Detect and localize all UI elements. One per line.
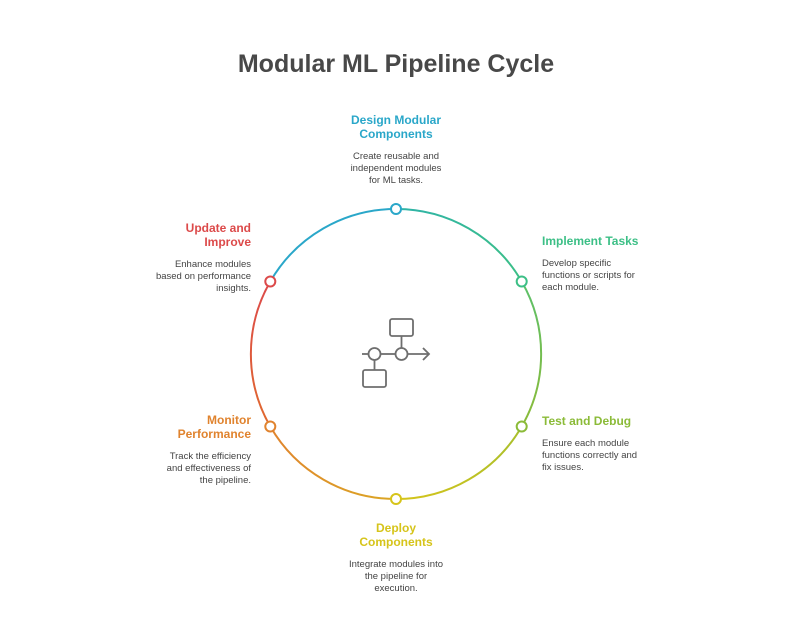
step-heading-line: Improve: [204, 235, 251, 249]
step-description-line: execution.: [374, 583, 418, 594]
step-description-line: the pipeline.: [199, 475, 251, 486]
step-description-line: for ML tasks.: [368, 175, 424, 186]
modular-pipeline-icon: [362, 318, 431, 388]
cycle-arc-test: [520, 281, 543, 427]
step-description-line: functions correctly and: [542, 450, 638, 461]
step-description-line: Ensure each module: [542, 438, 630, 449]
step-description-line: the pipeline for: [364, 571, 428, 582]
step-description-line: and effectiveness of: [166, 463, 251, 474]
step-heading-line: Test and Debug: [542, 414, 632, 428]
step-heading-line: Update and: [185, 221, 251, 235]
step-heading-line: Components: [359, 535, 433, 549]
node-design: [390, 203, 402, 215]
cycle-arc-implement: [395, 207, 523, 283]
step-description-line: Track the efficiency: [169, 451, 251, 462]
step-description-line: Integrate modules into: [348, 559, 443, 570]
node-monitor: [264, 420, 277, 433]
step-heading-line: Components: [359, 127, 433, 141]
step-heading-line: Deploy: [375, 521, 416, 535]
node-deploy: [390, 493, 402, 505]
step-heading-line: Monitor: [207, 413, 251, 427]
cycle-arc-deploy: [395, 425, 523, 501]
cycle-arc-update: [249, 281, 272, 427]
page-title: Modular ML Pipeline Cycle: [237, 50, 555, 78]
node-test: [515, 420, 528, 433]
step-heading: Test and Debug: [542, 414, 682, 428]
cycle-arc-design: [269, 207, 397, 283]
step-heading: Implement Tasks: [542, 234, 682, 248]
step-heading-line: Implement Tasks: [542, 234, 639, 248]
step-description-line: functions or scripts for: [542, 270, 635, 281]
step-description-line: based on performance: [155, 271, 251, 282]
node-update: [264, 275, 277, 288]
step-description-line: insights.: [216, 283, 251, 294]
step-description-line: Create reusable and: [352, 151, 440, 162]
step-description-line: independent modules: [350, 163, 442, 174]
node-implement: [515, 275, 528, 288]
step-description-line: Develop specific: [542, 258, 612, 269]
step-heading-line: Performance: [177, 427, 251, 441]
step-description-line: each module.: [542, 282, 600, 293]
step-heading-line: Design Modular: [350, 113, 441, 127]
step-description-line: Enhance modules: [174, 259, 251, 270]
cycle-arc-monitor: [269, 425, 397, 501]
step-description-line: fix issues.: [542, 462, 584, 473]
